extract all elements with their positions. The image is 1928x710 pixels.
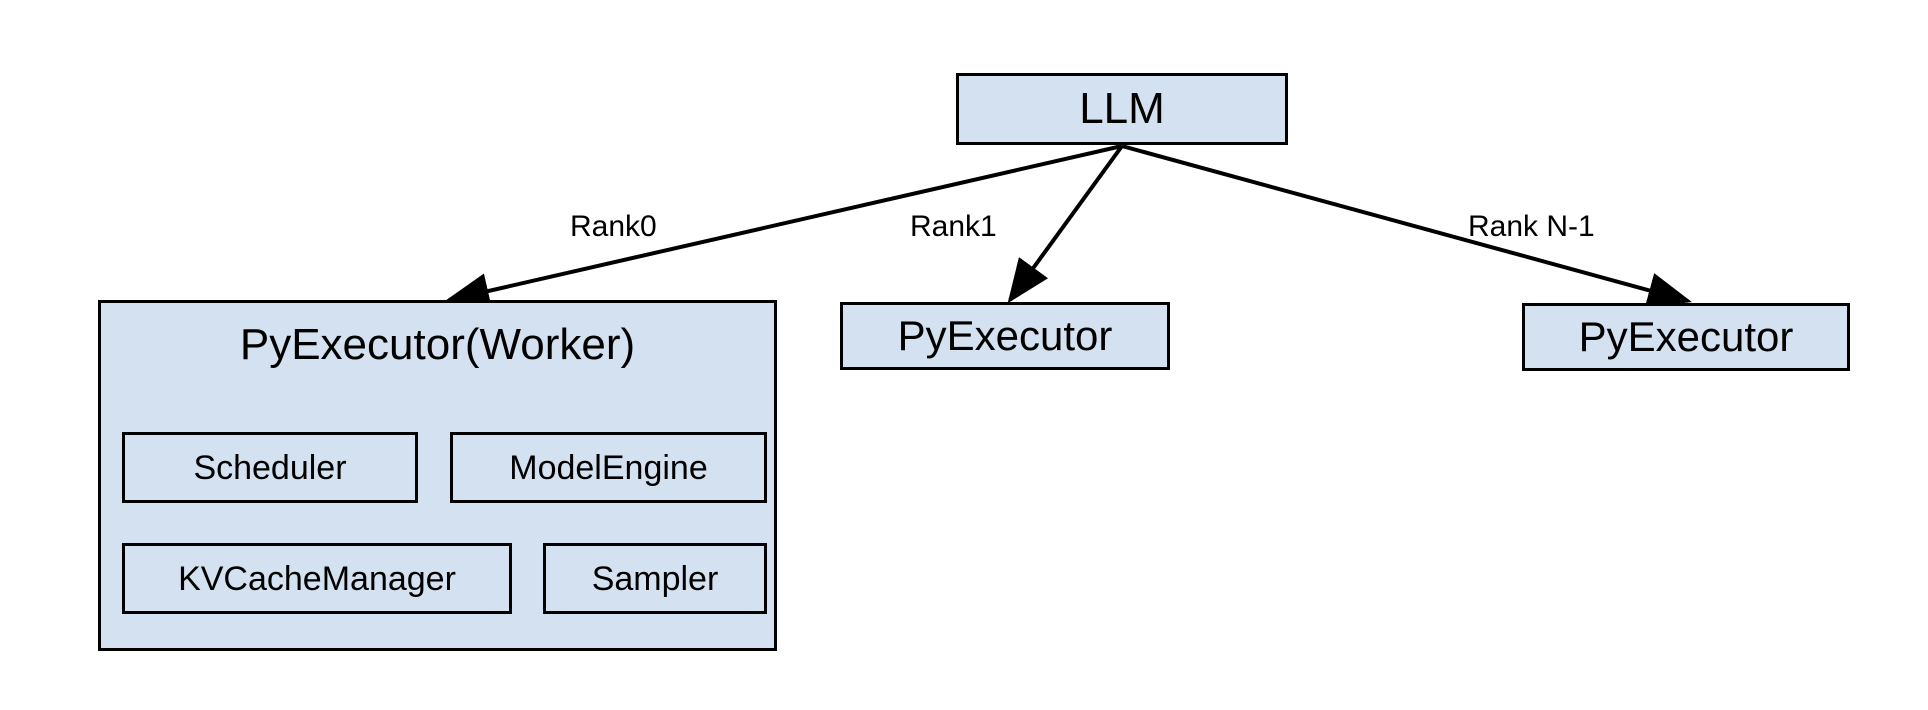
node-pyexecutor-rank1[interactable]: PyExecutor [840,302,1170,370]
node-pyexecutor-rank1-label: PyExecutor [897,312,1113,359]
edge-rank0-line [445,144,1123,309]
node-kv-cache-manager[interactable]: KVCacheManager [122,543,512,614]
node-sampler-label: Sampler [591,559,719,598]
node-pyexecutor-worker-label: PyExecutor(Worker) [239,320,636,369]
edge-label-rank-n-1: Rank N-1 [1468,210,1595,243]
edge-rankn-line [1121,144,1692,308]
node-scheduler[interactable]: Scheduler [122,432,418,503]
node-model-engine[interactable]: ModelEngine [450,432,767,503]
edge-label-rank1: Rank1 [910,210,997,243]
node-model-engine-label: ModelEngine [509,448,708,487]
node-scheduler-label: Scheduler [193,448,347,487]
edge-label-rank0: Rank0 [570,210,657,243]
node-pyexecutor-rank-n-1[interactable]: PyExecutor [1522,303,1850,371]
node-llm[interactable]: LLM [956,73,1288,145]
node-llm-label: LLM [1079,84,1165,133]
node-kv-cache-manager-label: KVCacheManager [178,559,456,598]
node-sampler[interactable]: Sampler [543,543,767,614]
node-pyexecutor-rank-n-1-label: PyExecutor [1578,313,1794,360]
edge-rank1-line [1007,144,1124,304]
